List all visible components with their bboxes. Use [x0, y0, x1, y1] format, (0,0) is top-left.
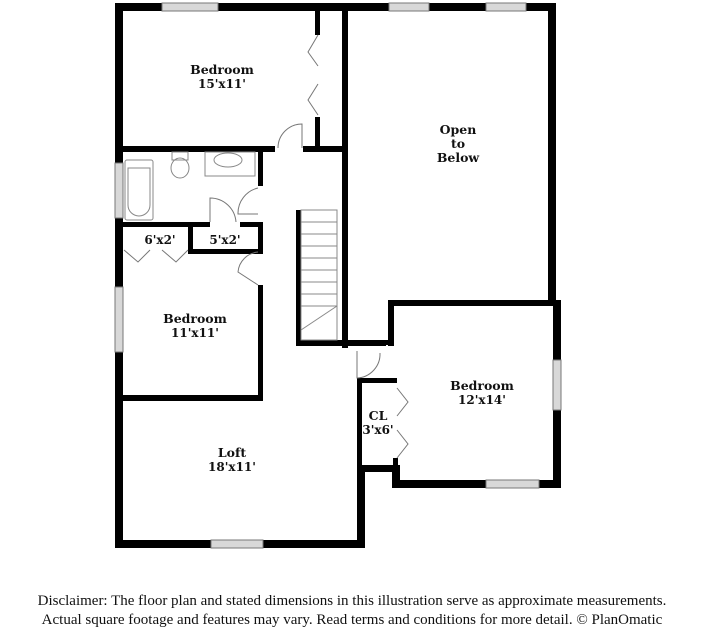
room-name: Bedroom: [190, 62, 254, 77]
room-dims: 15'x11': [198, 77, 246, 91]
room-name: Bedroom: [450, 378, 514, 393]
room-name-line: Below: [436, 150, 480, 165]
room-label-open-to-below: Open to Below: [408, 123, 508, 165]
windows: [114, 2, 562, 549]
room-name-line: Open: [439, 122, 477, 137]
room-label-closet-6x2: 6'x2': [135, 233, 185, 247]
room-name: CL: [368, 408, 388, 423]
room-label-bedroom-3: Bedroom 12'x14': [432, 378, 532, 408]
bath-fixtures: [124, 151, 256, 221]
stairs: [300, 209, 338, 341]
disclaimer-line-2: Actual square footage and features may v…: [41, 612, 663, 628]
room-dims: 3'x6': [362, 423, 394, 437]
room-dims: 18'x11': [208, 460, 256, 474]
room-name: Loft: [217, 445, 247, 460]
room-label-loft: Loft 18'x11': [182, 445, 282, 475]
room-dims: 5'x2': [209, 233, 241, 247]
room-label-closet-cl: CL 3'x6': [356, 408, 400, 438]
floor-plan-drawing: [114, 2, 562, 549]
room-name-line: to: [450, 136, 466, 151]
room-label-bedroom-2: Bedroom 11'x11': [145, 311, 245, 341]
room-dims: 11'x11': [171, 326, 219, 340]
doors: [123, 34, 409, 459]
room-label-bedroom-1: Bedroom 15'x11': [172, 62, 272, 92]
disclaimer: Disclaimer: The floor plan and stated di…: [0, 592, 704, 630]
room-dims: 12'x14': [458, 393, 506, 407]
room-label-closet-5x2: 5'x2': [200, 233, 250, 247]
room-dims: 6'x2': [144, 233, 176, 247]
disclaimer-line-1: Disclaimer: The floor plan and stated di…: [37, 593, 667, 609]
room-name: Bedroom: [163, 311, 227, 326]
